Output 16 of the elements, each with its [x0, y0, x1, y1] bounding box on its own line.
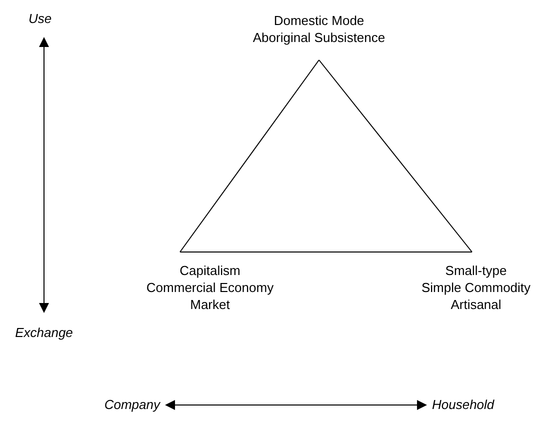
double-arrow [165, 400, 427, 410]
triangle-side [180, 60, 320, 252]
node-label: Simple Commodity [420, 279, 532, 296]
node-label: Exchange [14, 324, 74, 341]
node-label: Company [103, 396, 160, 413]
node-label: Domestic Mode [272, 12, 366, 29]
node-label: Artisanal [450, 296, 502, 313]
node-label: Market [189, 296, 231, 313]
node-label: Capitalism [178, 262, 242, 279]
node-label: Use [27, 10, 53, 27]
node-label: Commercial Economy [145, 279, 275, 296]
node-label: Small-type [444, 262, 508, 279]
node-label: Aboriginal Subsistence [252, 29, 386, 46]
triangle-side [318, 60, 472, 252]
node-label: Household [432, 396, 496, 413]
double-arrow [39, 37, 49, 313]
